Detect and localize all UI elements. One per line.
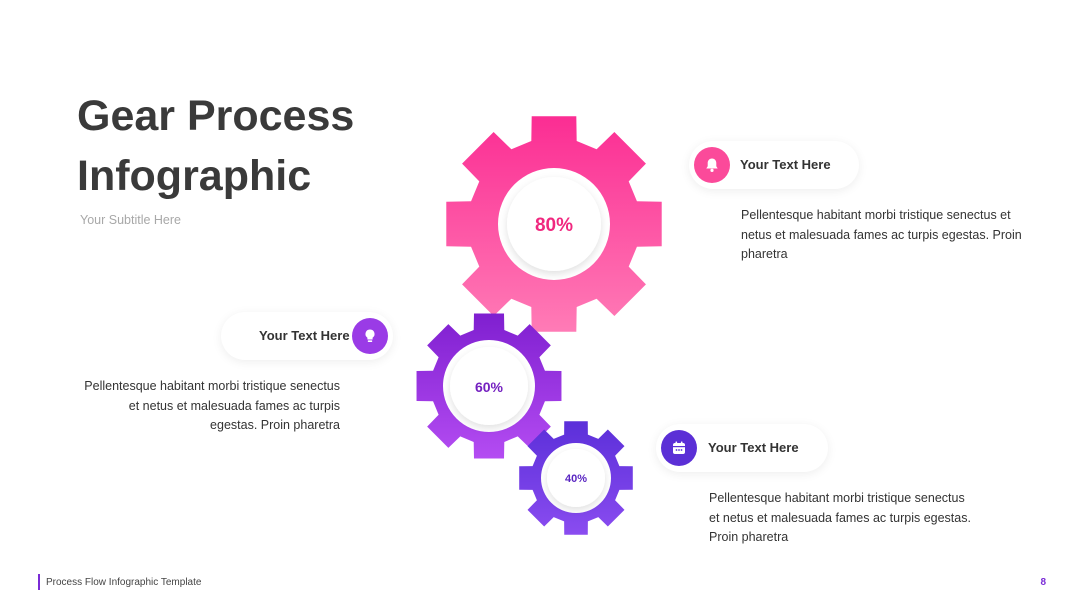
gear-small-percent: 40% — [565, 473, 587, 485]
gear-large-body — [446, 116, 662, 332]
gear-small-center — [547, 449, 605, 507]
item-2-text: Pellentesque habitant morbi tristique se… — [84, 379, 340, 432]
gear-large-percent: 80% — [535, 215, 573, 236]
gear-small-body — [519, 421, 633, 535]
footer-title: Process Flow Infographic Template — [46, 577, 202, 588]
gear-large: 80% — [446, 116, 662, 332]
page-subtitle: Your Subtitle Here — [80, 213, 181, 227]
gear-large-center — [507, 177, 601, 271]
title-line-1: Gear Process — [77, 92, 355, 140]
gear-medium: 60% — [416, 313, 562, 459]
footer-accent-bar — [38, 574, 40, 590]
item-3-heading: Your Text Here — [708, 440, 799, 455]
calendar-icon — [661, 430, 697, 466]
page-title: Gear Process Infographic — [77, 86, 437, 206]
gear-medium-center — [450, 347, 528, 425]
item-1-heading: Your Text Here — [740, 157, 831, 172]
item-2-heading: Your Text Here — [259, 328, 350, 343]
lightbulb-icon — [352, 318, 388, 354]
item-1-pill: Your Text Here — [689, 141, 859, 189]
item-3-pill: Your Text Here — [656, 424, 828, 472]
gear-medium-percent: 60% — [475, 379, 504, 395]
item-1-text: Pellentesque habitant morbi tristique se… — [741, 208, 1022, 261]
title-line-2: Infographic — [77, 152, 312, 200]
bell-icon — [694, 147, 730, 183]
page-number: 8 — [1040, 577, 1046, 588]
item-3-text: Pellentesque habitant morbi tristique se… — [709, 491, 971, 544]
item-2-pill: Your Text Here — [221, 312, 393, 360]
gear-medium-body — [416, 313, 562, 459]
gear-small: 40% — [519, 421, 633, 535]
